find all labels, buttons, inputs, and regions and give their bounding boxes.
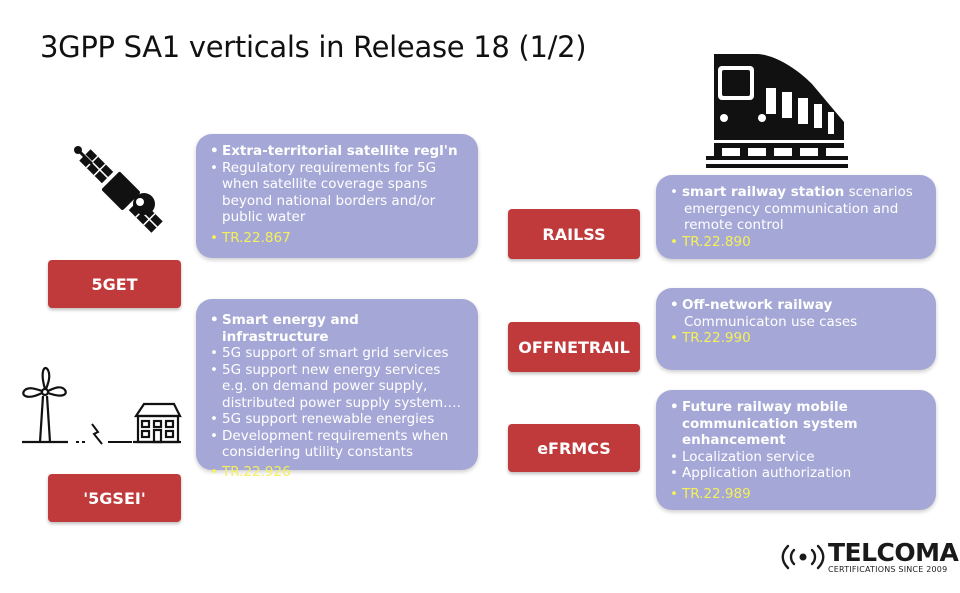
label-offnetrail: OFFNETRAIL — [508, 322, 640, 372]
card-heading: smart railway station — [682, 184, 845, 200]
satellite-icon — [74, 146, 163, 233]
page-title: 3GPP SA1 verticals in Release 18 (1/2) — [40, 30, 587, 64]
card-item: Regulatory requirements for 5G when sate… — [208, 160, 466, 226]
tr-reference: TR.22.926 — [208, 464, 466, 481]
card-5get: Extra-territorial satellite regl'n Regul… — [196, 134, 478, 258]
card-heading: Smart energy and infrastructure — [208, 312, 466, 345]
card-heading-rest: scenarios — [844, 184, 913, 200]
tr-reference: TR.22.890 — [668, 234, 924, 251]
card-offnetrail: Off-network railway Communicaton use cas… — [656, 288, 936, 370]
train-icon — [706, 54, 848, 168]
label-railss: RAILSS — [508, 209, 640, 259]
card-heading: Future railway mobile communication syst… — [668, 399, 924, 449]
tr-reference: TR.22.989 — [668, 486, 924, 503]
logo-tagline: CERTIFICATIONS SINCE 2009 — [828, 565, 948, 574]
card-5gsei: Smart energy and infrastructure 5G suppo… — [196, 299, 478, 480]
telcoma-logo: TELCOMA CERTIFICATIONS SINCE 2009 — [780, 538, 959, 578]
card-item: Application authorization — [668, 465, 924, 482]
card-item: Development requirements when considerin… — [208, 428, 466, 461]
card-heading: Off-network railway — [668, 297, 924, 314]
card-item: 5G support renewable energies — [208, 411, 466, 428]
label-5get: 5GET — [48, 260, 181, 308]
card-item: emergency communication and remote contr… — [684, 200, 899, 234]
card-heading: Extra-territorial satellite regl'n — [208, 143, 466, 160]
card-item: Communicaton use cases — [684, 313, 858, 330]
logo-name: TELCOMA — [828, 538, 959, 567]
card-item: 5G support of smart grid services — [208, 345, 466, 362]
label-efrmcs: eFRMCS — [508, 424, 640, 472]
lightning-icon — [76, 423, 132, 445]
card-item: smart railway station scenarios — [668, 184, 924, 201]
label-5gsei: '5GSEI' — [48, 474, 181, 522]
card-item: 5G support new energy services e.g. on d… — [208, 362, 466, 412]
wind-turbine-icon — [22, 366, 68, 444]
tr-reference: TR.22.990 — [668, 330, 924, 347]
card-efrmcs: Future railway mobile communication syst… — [656, 390, 936, 510]
house-icon — [133, 402, 182, 444]
card-railss: smart railway station scenarios emergenc… — [656, 175, 936, 259]
card-item: Localization service — [668, 449, 924, 466]
signal-waves-icon — [781, 544, 825, 570]
tr-reference: TR.22.867 — [208, 230, 466, 247]
